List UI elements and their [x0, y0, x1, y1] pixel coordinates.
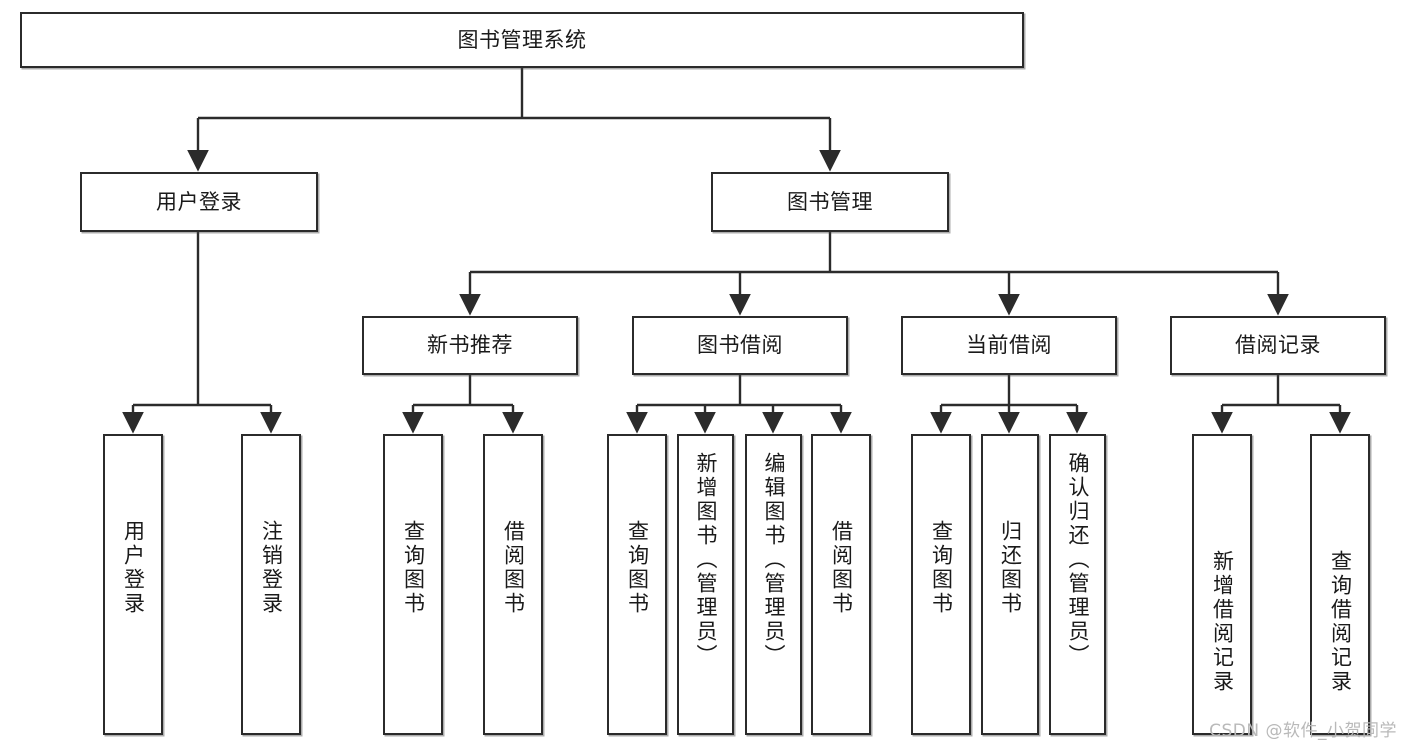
- node-leaf-record-add-label: 新增借阅记录: [1210, 550, 1235, 694]
- node-leaf-login-user[interactable]: 用户登录: [103, 434, 163, 735]
- node-leaf-borrow-query-book[interactable]: 查询图书: [607, 434, 667, 735]
- node-book-borrow[interactable]: 图书借阅: [632, 316, 848, 375]
- node-leaf-borrow-edit-book[interactable]: 编辑图书（管理员）: [745, 434, 802, 735]
- node-book-manage[interactable]: 图书管理: [711, 172, 949, 232]
- node-current-borrow-label: 当前借阅: [966, 333, 1052, 358]
- node-leaf-current-query-book[interactable]: 查询图书: [911, 434, 971, 735]
- node-root[interactable]: 图书管理系统: [20, 12, 1024, 68]
- node-leaf-rec-borrow-book-label: 借阅图书: [501, 520, 526, 616]
- node-leaf-rec-query-book-label: 查询图书: [401, 520, 426, 616]
- node-leaf-current-return-book-label: 归还图书: [998, 520, 1023, 616]
- node-borrow-record-label: 借阅记录: [1235, 333, 1321, 358]
- node-leaf-record-add[interactable]: 新增借阅记录: [1192, 434, 1252, 735]
- watermark: CSDN @软件_小贺同学: [1209, 721, 1397, 741]
- node-leaf-login-user-label: 用户登录: [121, 520, 146, 616]
- node-leaf-borrow-borrow-book-label: 借阅图书: [829, 520, 854, 616]
- node-leaf-record-query-label: 查询借阅记录: [1328, 550, 1353, 694]
- node-new-book-rec-label: 新书推荐: [427, 333, 513, 358]
- node-book-manage-label: 图书管理: [787, 189, 873, 214]
- node-leaf-record-query[interactable]: 查询借阅记录: [1310, 434, 1370, 735]
- node-root-label: 图书管理系统: [457, 27, 587, 52]
- node-leaf-login-logout-label: 注销登录: [259, 520, 284, 616]
- node-leaf-current-confirm-return[interactable]: 确认归还（管理员）: [1049, 434, 1106, 735]
- node-current-borrow[interactable]: 当前借阅: [901, 316, 1117, 375]
- node-borrow-record[interactable]: 借阅记录: [1170, 316, 1386, 375]
- node-leaf-borrow-add-book-label: 新增图书（管理员）: [694, 452, 718, 668]
- node-leaf-rec-query-book[interactable]: 查询图书: [383, 434, 443, 735]
- node-leaf-current-query-book-label: 查询图书: [929, 520, 954, 616]
- node-leaf-borrow-query-book-label: 查询图书: [625, 520, 650, 616]
- node-leaf-rec-borrow-book[interactable]: 借阅图书: [483, 434, 543, 735]
- node-leaf-current-confirm-return-label: 确认归还（管理员）: [1066, 452, 1090, 668]
- node-leaf-borrow-add-book[interactable]: 新增图书（管理员）: [677, 434, 734, 735]
- node-leaf-borrow-borrow-book[interactable]: 借阅图书: [811, 434, 871, 735]
- node-user-login-label: 用户登录: [156, 189, 242, 214]
- node-leaf-current-return-book[interactable]: 归还图书: [981, 434, 1039, 735]
- node-leaf-login-logout[interactable]: 注销登录: [241, 434, 301, 735]
- node-new-book-rec[interactable]: 新书推荐: [362, 316, 578, 375]
- node-user-login[interactable]: 用户登录: [80, 172, 318, 232]
- node-leaf-borrow-edit-book-label: 编辑图书（管理员）: [762, 452, 786, 668]
- node-book-borrow-label: 图书借阅: [697, 333, 783, 358]
